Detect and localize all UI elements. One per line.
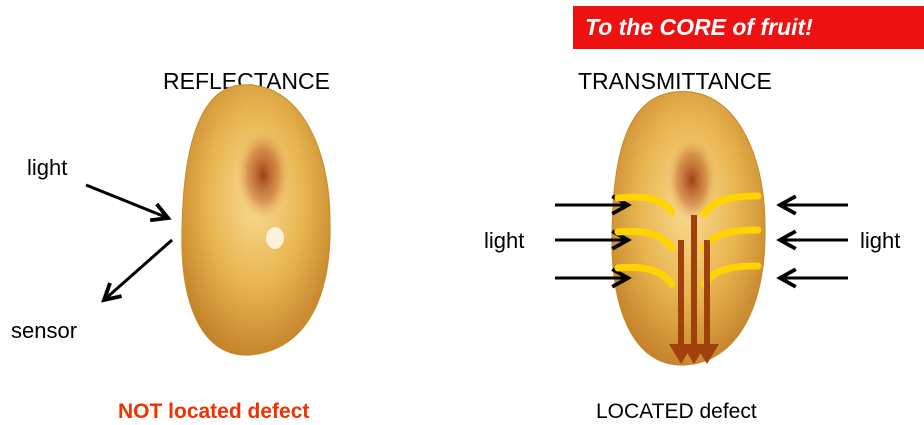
- left-fruit: [182, 85, 330, 355]
- reflected-light-arrow: [104, 240, 172, 300]
- reflectance-arrows: [86, 185, 172, 300]
- transmittance-light-left-label: light: [484, 228, 524, 254]
- transmittance-light-right-label: light: [860, 228, 900, 254]
- located-defect-caption: LOCATED defect: [596, 400, 757, 424]
- not-located-defect-caption: NOT located defect: [118, 400, 309, 424]
- incident-light-arrow: [86, 185, 168, 218]
- reflectance-light-label: light: [27, 155, 67, 181]
- sensor-label: sensor: [11, 318, 77, 344]
- transmittance-right-arrows: [780, 205, 848, 278]
